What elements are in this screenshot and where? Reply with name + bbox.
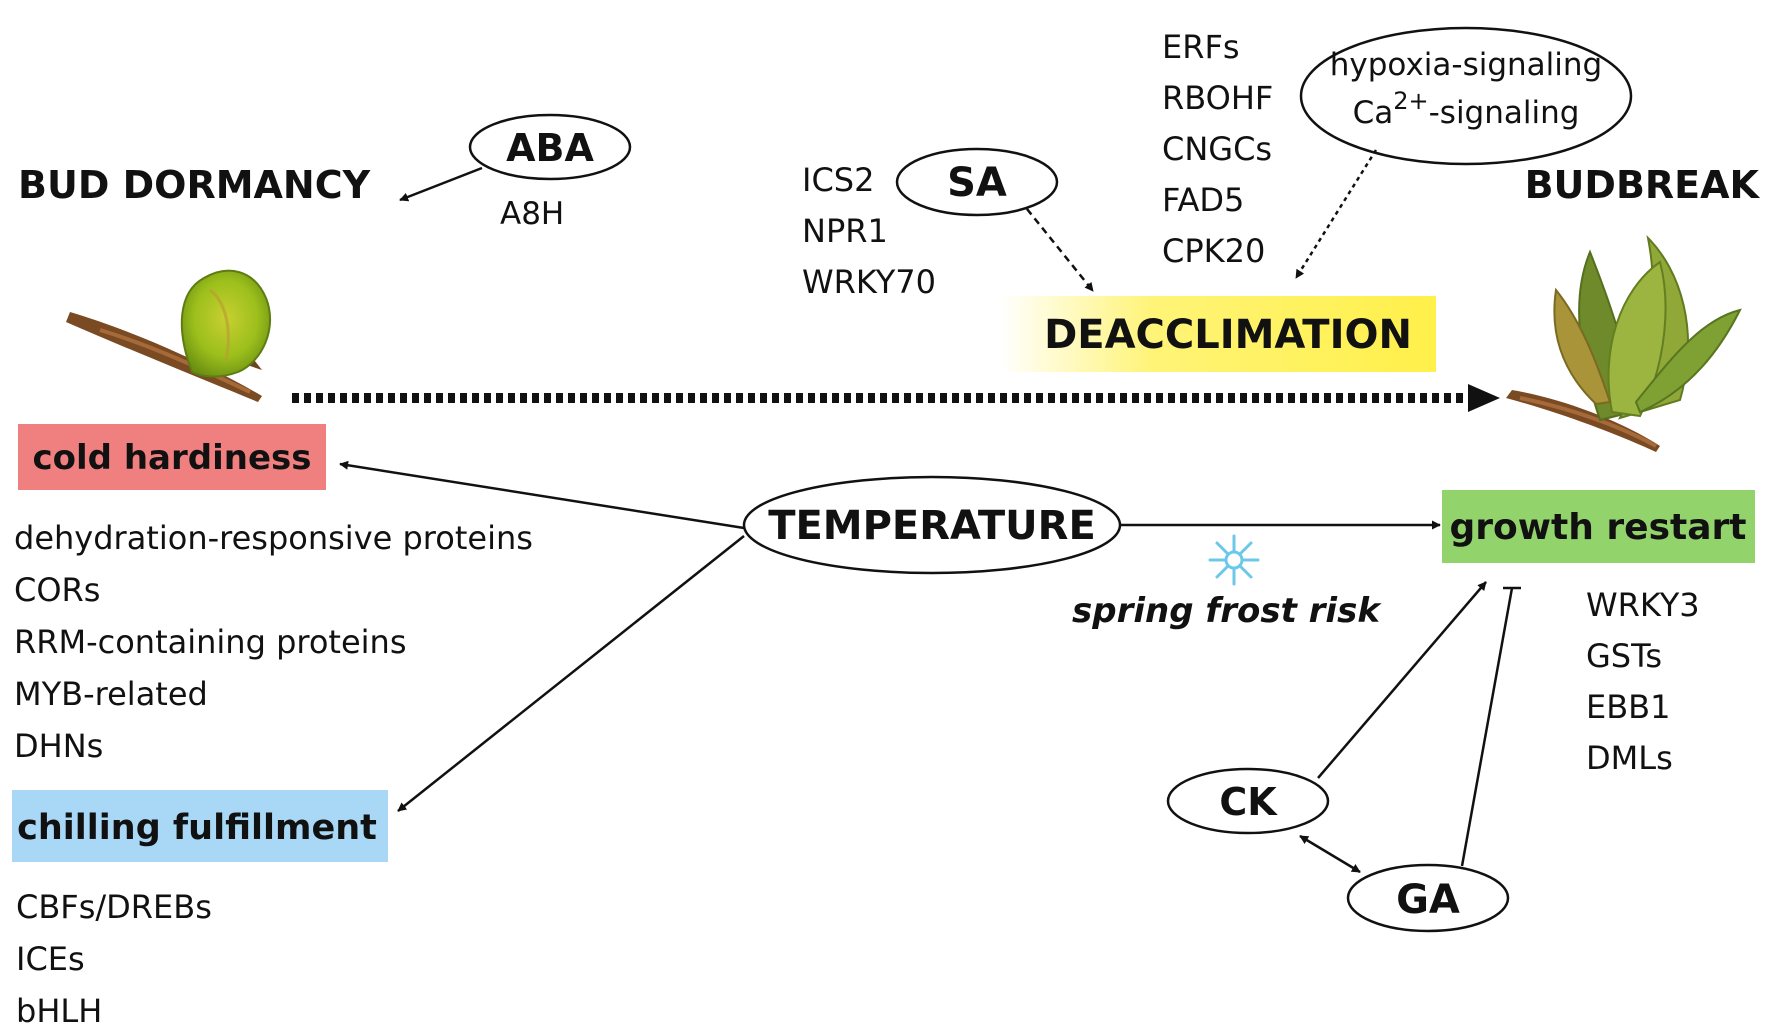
sa-ellipse [895, 147, 1059, 217]
aba-to-dormancy-arrow [399, 166, 483, 202]
temperature-label: TEMPERATURE [768, 503, 1096, 549]
signaling-to-deacclimation-arrow [1294, 149, 1378, 279]
cold-hardiness-box [18, 424, 326, 490]
sa-to-deacclimation-arrow [1026, 208, 1094, 292]
ca-signaling-label: Ca2+-signaling [1353, 87, 1580, 131]
hypoxia-signaling-label: hypoxia-signaling [1330, 47, 1602, 83]
deacc-gene-1: ERFs [1162, 28, 1240, 66]
budbreak-leaves-image [1506, 234, 1742, 452]
chilling-box [12, 790, 388, 862]
sa-gene-1: ICS2 [802, 161, 874, 199]
aba-label: ABA [506, 126, 594, 170]
deacc-gene-2: RBOHF [1162, 79, 1273, 117]
bud-dormancy-title: BUD DORMANCY [18, 163, 371, 207]
ga-label: GA [1396, 877, 1460, 923]
chilling-gene-3: bHLH [16, 992, 102, 1030]
ck-ga-bidirectional-arrow [1299, 834, 1361, 874]
growth-restart-box [1442, 490, 1755, 563]
aba-ellipse [468, 113, 632, 181]
ck-to-growth-arrow [1317, 581, 1487, 779]
cold-gene-2: CORs [14, 571, 100, 609]
ck-label: CK [1219, 780, 1278, 824]
snowflake-icon [1208, 534, 1260, 586]
ga-inhibits-growth-line [1460, 587, 1514, 867]
cold-hardiness-label: cold hardiness [33, 438, 312, 478]
ga-ellipse [1346, 863, 1510, 933]
cold-gene-3: RRM-containing proteins [14, 623, 406, 661]
signaling-ellipse [1299, 26, 1633, 166]
ck-ellipse [1166, 767, 1330, 835]
growth-restart-label: growth restart [1450, 507, 1747, 548]
aba-gene: A8H [500, 196, 564, 232]
temperature-to-cold-hardiness-arrow [339, 460, 745, 530]
deacc-gene-5: CPK20 [1162, 232, 1265, 270]
deacc-gene-4: FAD5 [1162, 181, 1244, 219]
spring-frost-risk-label: spring frost risk [1072, 591, 1382, 631]
chilling-gene-2: ICEs [16, 940, 85, 978]
sa-gene-3: WRKY70 [802, 263, 936, 301]
growth-gene-3: EBB1 [1586, 688, 1670, 726]
dormancy-to-budbreak-arrowhead [1468, 384, 1500, 412]
sa-label: SA [947, 160, 1007, 206]
temperature-to-chilling-arrow [397, 535, 745, 812]
growth-gene-2: GSTs [1586, 637, 1662, 675]
growth-gene-4: DMLs [1586, 739, 1673, 777]
budbreak-title: BUDBREAK [1525, 163, 1761, 207]
deacclimation-label: DEACCLIMATION [1044, 312, 1412, 358]
cold-gene-5: DHNs [14, 727, 103, 765]
chilling-gene-1: CBFs/DREBs [16, 888, 212, 926]
cold-gene-4: MYB-related [14, 675, 208, 713]
dormant-bud-image [66, 269, 271, 402]
deacclimation-box [1000, 296, 1436, 372]
sa-gene-2: NPR1 [802, 212, 888, 250]
deacc-gene-3: CNGCs [1162, 130, 1272, 168]
chilling-label: chilling fulfillment [17, 808, 377, 848]
cold-gene-1: dehydration-responsive proteins [14, 519, 533, 557]
growth-gene-1: WRKY3 [1586, 586, 1700, 624]
